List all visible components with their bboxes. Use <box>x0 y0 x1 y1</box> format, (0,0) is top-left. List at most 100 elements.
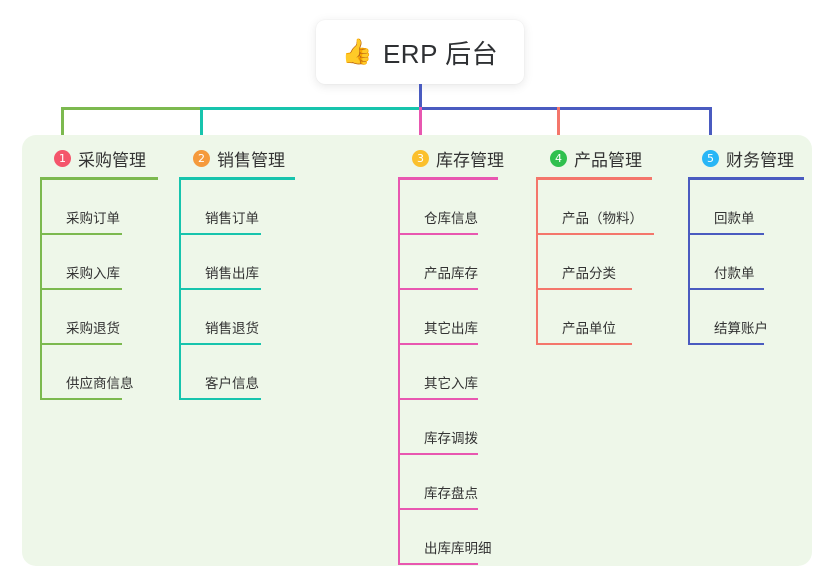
leaf-item-label: 库存盘点 <box>424 486 478 501</box>
leaf-item-label: 产品库存 <box>424 266 478 281</box>
stub-line-col1 <box>61 107 64 145</box>
stub-line-col4 <box>557 107 560 145</box>
leaf-item-label: 销售订单 <box>205 211 259 226</box>
leaf-item[interactable]: 出库库明细 <box>398 510 504 565</box>
column-badge-1: 1 <box>54 149 71 167</box>
stub-line-col2 <box>200 107 203 145</box>
leaf-item-rule <box>398 563 478 565</box>
leaf-item[interactable]: 供应商信息 <box>40 345 158 400</box>
column-header-rule-4 <box>536 177 652 180</box>
leaf-item[interactable]: 其它出库 <box>398 290 504 345</box>
thumbs-up-icon: 👍 <box>341 37 373 66</box>
leaf-item[interactable]: 回款单 <box>688 180 804 235</box>
column-badge-5: 5 <box>702 149 719 167</box>
leaf-item[interactable]: 付款单 <box>688 235 804 290</box>
column-spine-2 <box>179 180 181 400</box>
leaf-item[interactable]: 产品库存 <box>398 235 504 290</box>
leaf-item[interactable]: 产品分类 <box>536 235 654 290</box>
column-spine-3 <box>398 180 400 565</box>
column-5: 5 财务管理回款单付款单结算账户 <box>688 146 804 345</box>
leaf-item-label: 销售出库 <box>205 266 259 281</box>
leaf-item-label: 产品分类 <box>562 266 616 281</box>
leaf-item-rule <box>40 343 122 345</box>
root-drop-line <box>419 84 422 109</box>
column-title-1: 采购管理 <box>78 150 146 170</box>
leaf-item-label: 仓库信息 <box>424 211 478 226</box>
column-body-2: 销售订单销售出库销售退货客户信息 <box>179 180 295 400</box>
column-header-rule-5 <box>688 177 804 180</box>
root-node-title: ERP 后台 <box>382 38 499 69</box>
leaf-item-rule <box>40 288 122 290</box>
leaf-item[interactable]: 产品单位 <box>536 290 654 345</box>
leaf-item[interactable]: 库存盘点 <box>398 455 504 510</box>
leaf-item-label: 回款单 <box>714 211 755 226</box>
leaf-item-label: 产品单位 <box>562 321 616 336</box>
leaf-item[interactable]: 仓库信息 <box>398 180 504 235</box>
leaf-item-rule <box>688 288 764 290</box>
column-3: 3 库存管理仓库信息产品库存其它出库其它入库库存调拨库存盘点出库库明细 <box>398 146 504 565</box>
bus-line-green <box>61 107 202 110</box>
stub-line-col5 <box>709 107 712 145</box>
column-header-3[interactable]: 3 库存管理 <box>398 146 504 170</box>
leaf-item[interactable]: 采购订单 <box>40 180 158 235</box>
leaf-item-label: 供应商信息 <box>66 376 134 391</box>
column-title-4: 产品管理 <box>574 150 642 170</box>
column-title-5: 财务管理 <box>726 150 794 170</box>
leaf-item-label: 结算账户 <box>714 321 768 336</box>
leaf-item-rule <box>688 233 764 235</box>
leaf-item-label: 其它入库 <box>424 376 478 391</box>
leaf-item[interactable]: 销售订单 <box>179 180 295 235</box>
leaf-item-rule <box>40 233 122 235</box>
leaf-item[interactable]: 销售出库 <box>179 235 295 290</box>
leaf-item-label: 库存调拨 <box>424 431 478 446</box>
leaf-item-rule <box>398 343 478 345</box>
leaf-item[interactable]: 客户信息 <box>179 345 295 400</box>
leaf-item-rule <box>398 508 478 510</box>
leaf-item-rule <box>179 288 261 290</box>
leaf-item-rule <box>398 453 478 455</box>
leaf-item[interactable]: 采购入库 <box>40 235 158 290</box>
column-header-rule-2 <box>179 177 295 180</box>
stub-line-col3 <box>419 107 422 145</box>
column-header-1[interactable]: 1 采购管理 <box>40 146 158 170</box>
column-spine-4 <box>536 180 538 345</box>
diagram-panel <box>22 135 812 566</box>
leaf-item[interactable]: 采购退货 <box>40 290 158 345</box>
leaf-item-rule <box>536 343 632 345</box>
column-spine-1 <box>40 180 42 400</box>
leaf-item[interactable]: 结算账户 <box>688 290 804 345</box>
leaf-item-rule <box>179 343 261 345</box>
column-body-5: 回款单付款单结算账户 <box>688 180 804 345</box>
column-body-4: 产品（物料） 产品分类产品单位 <box>536 180 654 345</box>
column-badge-3: 3 <box>412 149 429 167</box>
leaf-item-label: 采购订单 <box>66 211 120 226</box>
leaf-item-rule <box>179 233 261 235</box>
leaf-item-rule <box>536 288 632 290</box>
leaf-item-label: 采购退货 <box>66 321 120 336</box>
leaf-item-label: 其它出库 <box>424 321 478 336</box>
leaf-item[interactable]: 产品（物料） <box>536 180 654 235</box>
leaf-item-label: 出库库明细 <box>424 541 492 556</box>
leaf-item-label: 客户信息 <box>205 376 259 391</box>
leaf-item[interactable]: 销售退货 <box>179 290 295 345</box>
column-header-5[interactable]: 5 财务管理 <box>688 146 804 170</box>
column-body-1: 采购订单采购入库采购退货供应商信息 <box>40 180 158 400</box>
root-node-card[interactable]: 👍 ERP 后台 <box>316 20 524 84</box>
leaf-item-label: 销售退货 <box>205 321 259 336</box>
column-spine-5 <box>688 180 690 345</box>
leaf-item-label: 采购入库 <box>66 266 120 281</box>
column-header-rule-1 <box>40 177 158 180</box>
leaf-item[interactable]: 其它入库 <box>398 345 504 400</box>
column-title-3: 库存管理 <box>436 150 504 170</box>
column-badge-2: 2 <box>193 149 210 167</box>
column-header-rule-3 <box>398 177 498 180</box>
leaf-item-rule <box>688 343 764 345</box>
leaf-item-rule <box>398 288 478 290</box>
leaf-item[interactable]: 库存调拨 <box>398 400 504 455</box>
column-body-3: 仓库信息产品库存其它出库其它入库库存调拨库存盘点出库库明细 <box>398 180 504 565</box>
leaf-item-rule <box>179 398 261 400</box>
